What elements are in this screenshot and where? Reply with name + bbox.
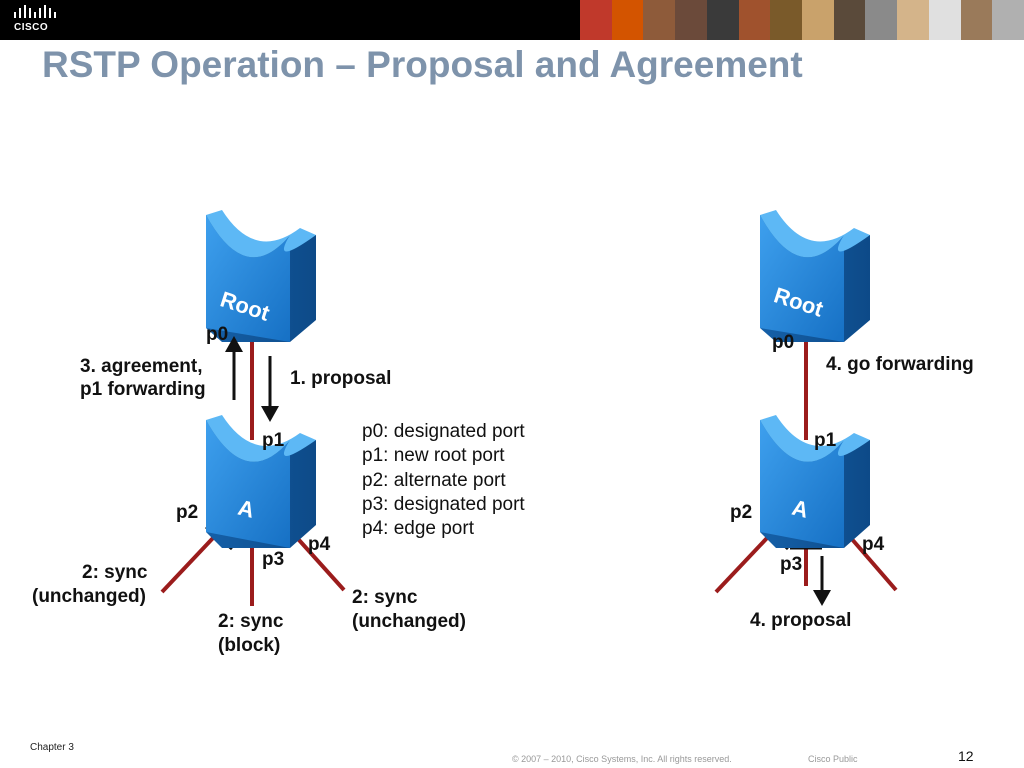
sync-left-2: (unchanged) bbox=[32, 586, 146, 607]
header-photo bbox=[611, 0, 644, 40]
legend-item: p4: edge port bbox=[362, 518, 475, 539]
agreement-label-2: p1 forwarding bbox=[80, 379, 206, 400]
header-photo bbox=[928, 0, 961, 40]
header-photo bbox=[897, 0, 929, 40]
proposal-arrow-down-right bbox=[813, 556, 831, 606]
port-p4-left: p4 bbox=[308, 534, 331, 555]
sync-mid-1: 2: sync bbox=[218, 611, 284, 632]
port-p4-right: p4 bbox=[862, 534, 885, 555]
cisco-logo-icon bbox=[14, 5, 56, 18]
chapter-label: Chapter 3 bbox=[30, 742, 74, 753]
header-photo bbox=[675, 0, 707, 40]
port-p0-right: p0 bbox=[772, 332, 794, 353]
port-p3-right: p3 bbox=[780, 554, 802, 575]
header-photo bbox=[738, 0, 771, 40]
port-p1-right: p1 bbox=[814, 430, 837, 451]
port-p1-left: p1 bbox=[262, 430, 285, 451]
legend-item: p2: alternate port bbox=[362, 470, 506, 491]
sync-right-1: 2: sync bbox=[352, 587, 418, 608]
port-p3-left: p3 bbox=[262, 549, 284, 570]
port-p2-right: p2 bbox=[730, 502, 752, 523]
header-photo bbox=[992, 0, 1024, 40]
legend-item: p1: new root port bbox=[362, 445, 505, 466]
proposal-label-left: 1. proposal bbox=[290, 368, 391, 389]
page-number: 12 bbox=[958, 748, 974, 764]
header-photo bbox=[865, 0, 898, 40]
proposal-arrow-down bbox=[261, 356, 279, 422]
proposal-label-right: 4. proposal bbox=[750, 610, 851, 631]
header-photo bbox=[960, 0, 993, 40]
sync-left-1: 2: sync bbox=[82, 562, 148, 583]
header-photo bbox=[833, 0, 866, 40]
header-photo bbox=[643, 0, 676, 40]
agreement-arrow-up bbox=[225, 336, 243, 400]
header-photo bbox=[802, 0, 834, 40]
header-bar: CISCO bbox=[0, 0, 1024, 40]
agreement-label-1: 3. agreement, bbox=[80, 356, 203, 377]
sync-right-2: (unchanged) bbox=[352, 611, 466, 632]
page-title: RSTP Operation – Proposal and Agreement bbox=[42, 44, 803, 85]
copyright-text: © 2007 – 2010, Cisco Systems, Inc. All r… bbox=[512, 754, 732, 764]
sync-mid-2: (block) bbox=[218, 635, 280, 656]
a-label-left: A bbox=[236, 495, 258, 523]
port-p2-left: p2 bbox=[176, 502, 198, 523]
switch-root-left: Root bbox=[206, 210, 316, 342]
go-forwarding-label: 4. go forwarding bbox=[826, 354, 974, 375]
header-photo bbox=[706, 0, 739, 40]
photo-strip bbox=[580, 0, 1024, 40]
switch-a-left: A bbox=[206, 415, 316, 548]
logo-text: CISCO bbox=[14, 22, 49, 33]
port-p0-left: p0 bbox=[206, 324, 228, 345]
switch-a-right: A bbox=[760, 415, 870, 548]
header-photo bbox=[580, 0, 612, 40]
port-legend: p0: designated port p1: new root port p2… bbox=[362, 421, 525, 539]
cisco-public-label: Cisco Public bbox=[808, 754, 858, 764]
legend-item: p3: designated port bbox=[362, 494, 525, 515]
a-label-right: A bbox=[790, 495, 812, 523]
switch-root-right: Root bbox=[760, 210, 870, 342]
legend-item: p0: designated port bbox=[362, 421, 525, 442]
header-photo bbox=[770, 0, 803, 40]
